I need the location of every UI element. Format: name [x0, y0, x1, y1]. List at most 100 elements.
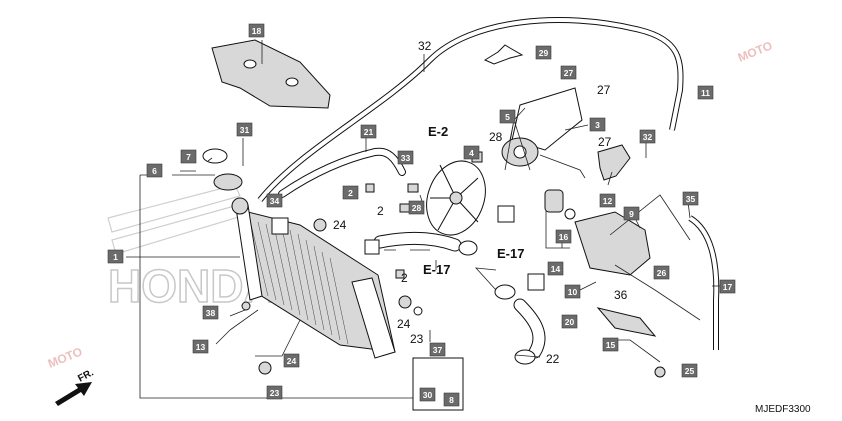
- part-box-label: 11: [701, 88, 710, 98]
- cover-15: [596, 307, 657, 337]
- nut-2: [399, 203, 411, 213]
- part-box-label: 31: [240, 125, 250, 135]
- part-box-label: 20: [565, 317, 575, 327]
- part-number-27: 27: [598, 135, 612, 149]
- part-number-24: 24: [333, 218, 347, 232]
- part-box-6: 6: [146, 163, 163, 178]
- part-box-label: 6: [152, 166, 157, 176]
- part-box-26: 26: [653, 265, 670, 280]
- svg-text:FR.: FR.: [76, 367, 96, 384]
- part-box-31: 31: [236, 122, 253, 137]
- part-box-label: 12: [603, 196, 613, 206]
- part-box-18: 18: [248, 23, 265, 38]
- nut-33: [407, 183, 419, 193]
- group-frame-1: [139, 175, 420, 399]
- clamp: [494, 284, 516, 300]
- clamp: [458, 240, 478, 256]
- part-box-label: 27: [564, 68, 574, 78]
- part-box-38: 38: [202, 305, 219, 320]
- part-box-label: 15: [606, 340, 616, 350]
- part-box-24: 24: [283, 353, 300, 368]
- part-box-30: 30: [419, 387, 436, 402]
- part-box-label: 21: [364, 127, 374, 137]
- thermostat-housing-9: [574, 211, 651, 276]
- hose-joint-14: [544, 189, 564, 213]
- part-number-24: 24: [397, 317, 411, 331]
- part-box-9: 9: [623, 206, 640, 221]
- shroud-hole: [243, 59, 257, 69]
- part-box-label: 8: [449, 395, 454, 405]
- front-direction-arrow: FR.: [55, 367, 96, 406]
- ref-box: [497, 205, 515, 223]
- part-box-34: 34: [266, 193, 283, 208]
- ref-label-e17-left: E-17: [423, 262, 450, 277]
- part-box-label: 28: [412, 203, 422, 213]
- fan-4: [426, 160, 486, 236]
- radiator-1: [235, 204, 396, 359]
- part-box-29: 29: [535, 45, 552, 60]
- clamp-22: [514, 349, 536, 365]
- grommet-24: [313, 218, 327, 232]
- part-box-label: 14: [551, 264, 561, 274]
- part-box-12: 12: [599, 193, 616, 208]
- part-box-27: 27: [560, 65, 577, 80]
- part-number-36: 36: [614, 288, 628, 302]
- fan-motor-5: [501, 87, 583, 167]
- part-number-2: 2: [401, 271, 408, 285]
- part-box-label: 1: [113, 252, 118, 262]
- part-box-label: 34: [270, 196, 280, 206]
- part-box-28: 28: [408, 200, 425, 215]
- part-box-21: 21: [360, 124, 377, 139]
- part-box-label: 3: [595, 120, 600, 130]
- part-box-label: 18: [252, 26, 262, 36]
- part-box-label: 26: [657, 268, 667, 278]
- ref-box: [271, 217, 289, 235]
- part-box-11: 11: [697, 85, 714, 100]
- part-box-label: 33: [401, 153, 411, 163]
- cap-seal: [202, 148, 228, 164]
- ref-label-e2: E-2: [428, 124, 448, 139]
- bracket-12: [597, 144, 631, 181]
- drain-hose-17: [688, 215, 720, 350]
- wing-logo-watermark: [107, 184, 243, 255]
- part-box-label: 2: [348, 188, 353, 198]
- part-box-15: 15: [602, 337, 619, 352]
- part-box-label: 35: [686, 194, 696, 204]
- part-box-label: 9: [629, 209, 634, 219]
- part-number-27: 27: [597, 83, 611, 97]
- grommet-24b: [398, 295, 412, 309]
- watermark-top-right: MOTO: [736, 38, 774, 64]
- part-box-32: 32: [639, 129, 656, 144]
- part-box-8: 8: [443, 392, 460, 407]
- part-box-label: 17: [723, 282, 733, 292]
- part-box-2: 2: [342, 185, 359, 200]
- part-number-23: 23: [410, 332, 424, 346]
- ref-label-e17-right: E-17: [497, 246, 524, 261]
- part-box-20: 20: [561, 314, 578, 329]
- part-box-label: 5: [505, 112, 510, 122]
- part-box-label: 23: [270, 388, 280, 398]
- grommet-24c: [258, 361, 272, 375]
- shroud-hole: [285, 77, 299, 87]
- part-box-35: 35: [682, 191, 699, 206]
- part-box-17: 17: [719, 279, 736, 294]
- o-ring: [564, 208, 576, 220]
- part-box-37: 37: [429, 342, 446, 357]
- part-box-label: 29: [539, 48, 549, 58]
- part-number-22: 22: [546, 352, 560, 366]
- radiator-cap-7: [213, 173, 243, 191]
- bolt-38: [241, 301, 251, 311]
- ref-box: [527, 273, 545, 291]
- part-box-label: 24: [287, 356, 297, 366]
- spacer: [364, 239, 380, 255]
- part-number-2: 2: [377, 204, 384, 218]
- part-box-25: 25: [681, 363, 698, 378]
- part-box-label: 30: [423, 390, 433, 400]
- part-number-28: 28: [489, 130, 503, 144]
- part-box-10: 10: [564, 284, 581, 299]
- filler-neck: [231, 197, 249, 215]
- screw-25: [654, 366, 666, 378]
